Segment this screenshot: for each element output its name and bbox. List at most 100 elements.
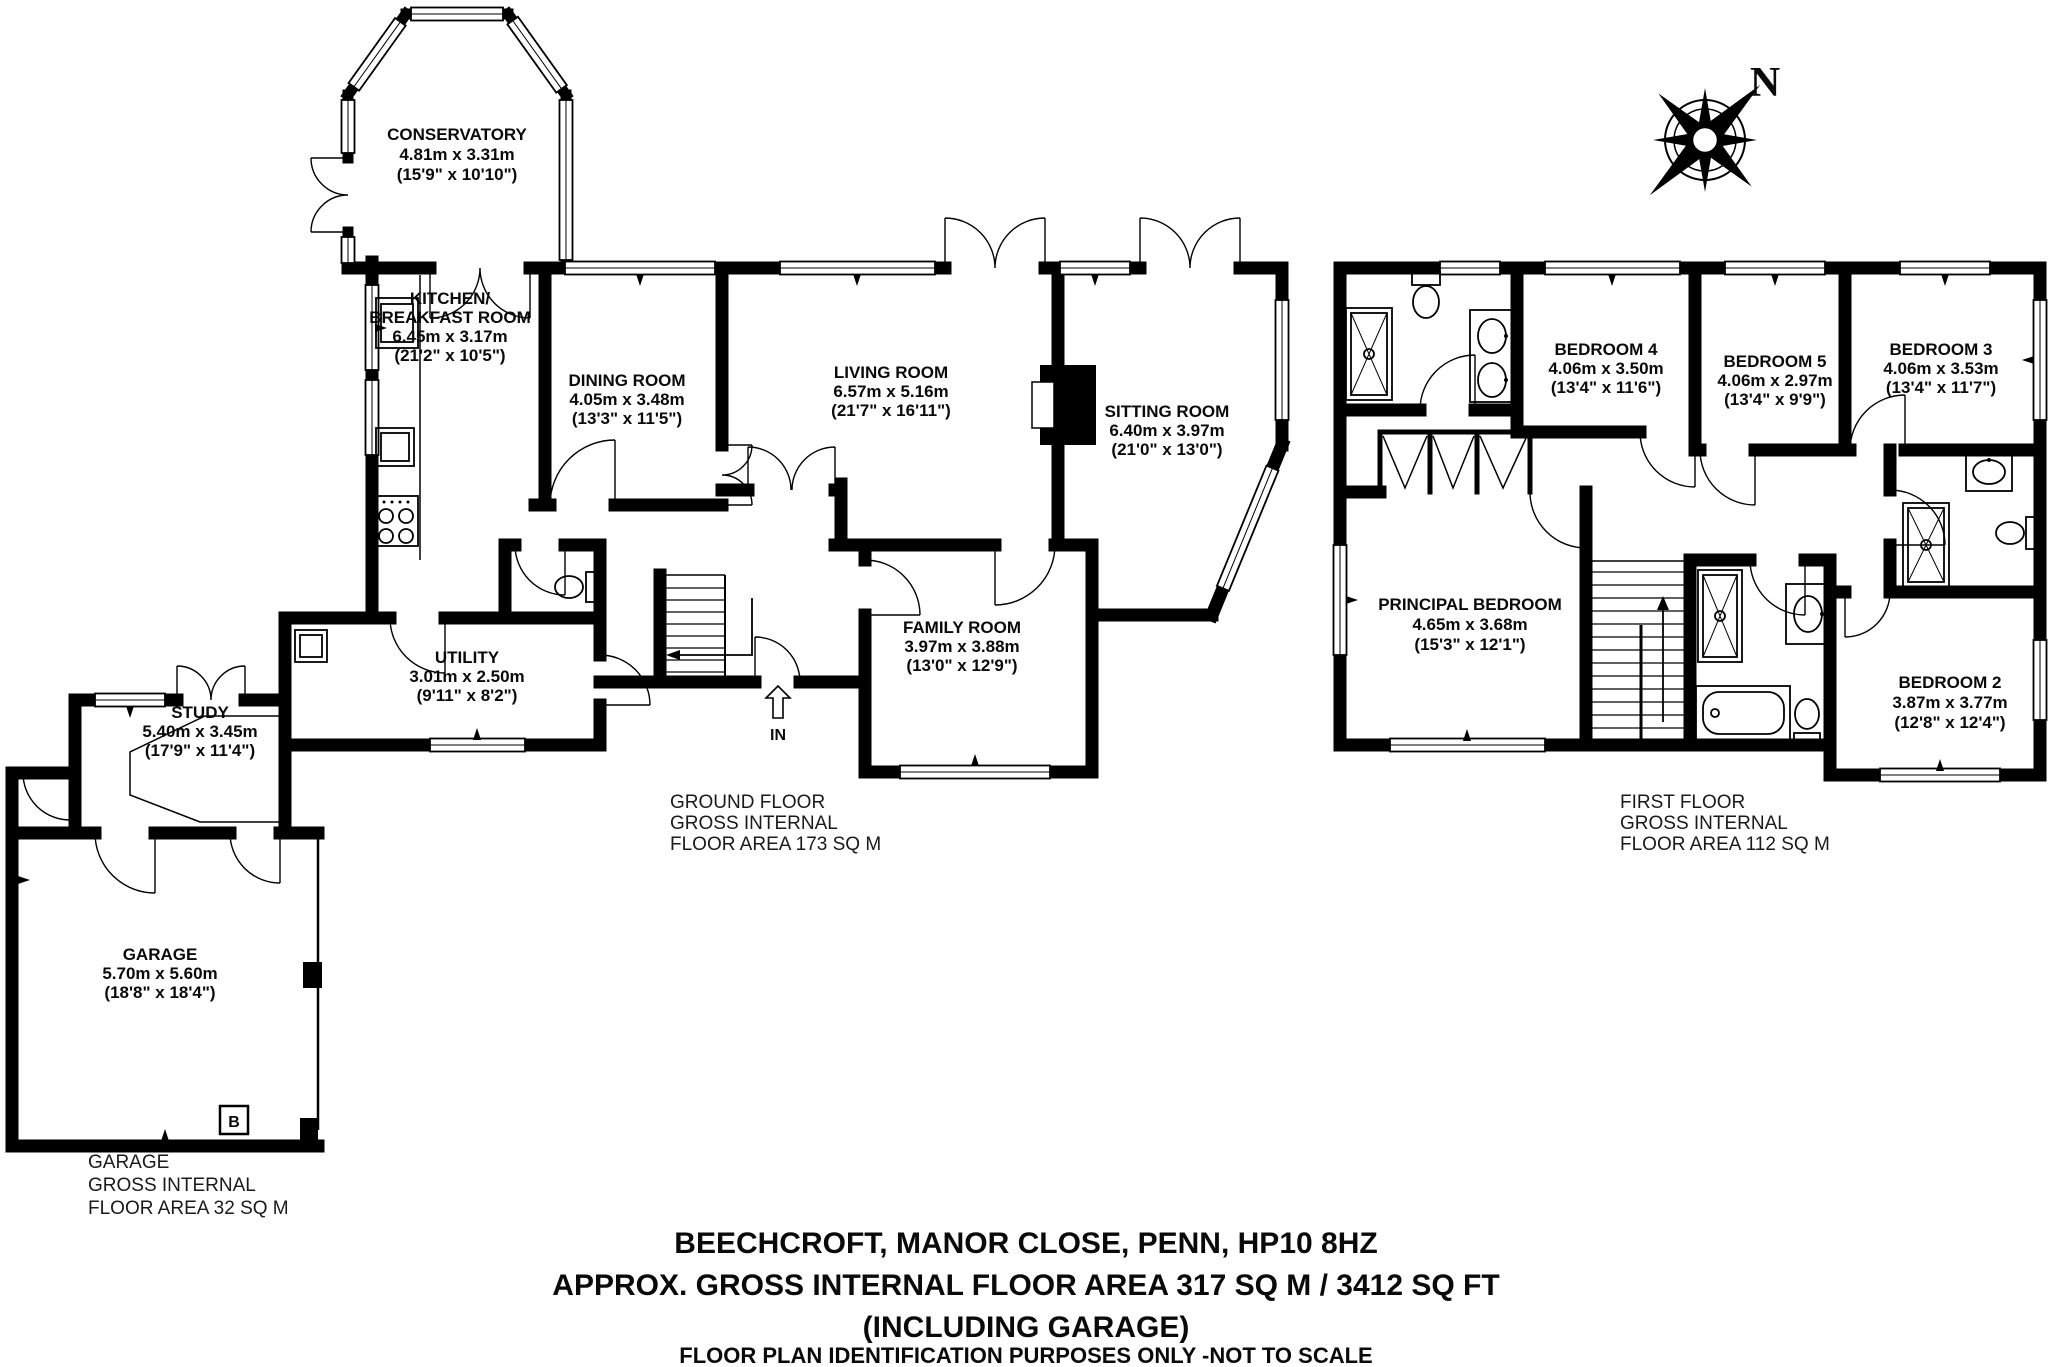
room-label-bedroom4: BEDROOM 44.06m x 3.50m(13'4" x 11'6") (1548, 340, 1663, 397)
stair-arrow (666, 650, 680, 660)
plan-disclaimer: FLOOR PLAN IDENTIFICATION PURPOSES ONLY … (679, 1343, 1372, 1367)
door (754, 636, 801, 683)
door (310, 157, 349, 233)
ground-floor-label: FLOOR AREA 173 SQ M (670, 834, 881, 855)
door (1699, 449, 1756, 506)
door (1849, 394, 1906, 451)
window (1215, 464, 1280, 592)
floor-area-labels: GROUND FLOOR GROSS INTERNAL FLOOR AREA 1… (88, 792, 1830, 1219)
door (514, 544, 566, 596)
ground-floor-label: GROUND FLOOR (670, 792, 825, 813)
kitchen-sink-icon (375, 297, 419, 349)
room-dim-metric: 4.65m x 3.68m (1412, 615, 1527, 634)
study-ceiling-line (129, 715, 280, 823)
window (1899, 260, 1991, 276)
window (340, 99, 356, 154)
room-name: BREAKFAST ROOM (369, 308, 531, 327)
first-floor-walls (1333, 261, 2047, 782)
door (1529, 491, 1587, 549)
door (994, 544, 1056, 606)
entrance-arrow-icon (764, 684, 792, 719)
room-dim-metric: 6.57m x 5.16m (833, 382, 948, 401)
sink-icon (1785, 583, 1831, 645)
wardrobe-doors (1382, 435, 1528, 491)
plan-title-garage-note: (INCLUDING GARAGE) (863, 1311, 1190, 1344)
fireplace-opening (1031, 381, 1055, 429)
room-dim-imperial: (12'8" x 12'4") (1894, 713, 2005, 732)
room-name: SITTING ROOM (1105, 402, 1230, 421)
room-name: DINING ROOM (568, 371, 685, 390)
windows (94, 6, 2048, 783)
room-label-bedroom2: BEDROOM 23.87m x 3.77m(12'8" x 12'4") (1892, 673, 2007, 732)
window (558, 99, 574, 261)
room-dim-imperial: (13'4" x 11'6") (1551, 378, 1661, 397)
door-arcs (22, 157, 1946, 894)
washing-machine-icon (294, 629, 328, 663)
room-dim-imperial: (15'3" x 12'1") (1414, 635, 1525, 654)
window (899, 764, 1051, 780)
window (347, 16, 407, 92)
boiler-label: B (228, 1114, 240, 1131)
wardrobes (1377, 429, 1533, 495)
sink-icon (1469, 309, 1518, 403)
room-dim-imperial: (21'0" x 13'0") (1111, 440, 1222, 459)
hob-icon (373, 495, 419, 547)
door (389, 617, 446, 674)
wall-corner (300, 1118, 318, 1146)
room-dim-imperial: (21'2" x 10'5") (394, 346, 505, 365)
north-label: N (1750, 60, 1780, 106)
window (1274, 299, 1290, 421)
window (1059, 260, 1131, 276)
door (747, 446, 836, 491)
door (1844, 591, 1891, 638)
bathroom-middle (1695, 569, 1831, 745)
stairs-ground (660, 574, 753, 682)
room-dim-metric: 3.01m x 2.50m (409, 667, 524, 686)
room-dim-imperial: (13'3" x 11'5") (572, 409, 682, 428)
window (2032, 639, 2048, 721)
room-name: KITCHEN/ (410, 289, 491, 308)
toilet-icon (1411, 271, 1441, 319)
entrance-label: IN (770, 727, 786, 744)
window (1544, 260, 1681, 276)
stairs-first (1592, 560, 1690, 745)
first-floor-label: FIRST FLOOR (1620, 792, 1745, 813)
kitchen-fittings (373, 275, 421, 560)
door (1139, 217, 1241, 269)
window (506, 15, 569, 94)
oven-icon (375, 427, 415, 467)
room-name: UTILITY (435, 648, 500, 667)
room-dim-imperial: (13'0" x 12'9") (906, 656, 1017, 675)
garage-area-label: GROSS INTERNAL (88, 1175, 256, 1196)
entrance: IN (764, 684, 792, 744)
shower-icon (1345, 307, 1393, 401)
garage-area-label: FLOOR AREA 32 SQ M (88, 1198, 289, 1219)
door (176, 665, 246, 701)
window (340, 236, 356, 264)
bath-icon (1695, 685, 1791, 741)
shower-icon (1697, 569, 1743, 663)
window (1724, 260, 1826, 276)
door (1419, 354, 1476, 411)
bathroom-top (1345, 271, 1518, 403)
room-dim-metric: 4.06m x 2.97m (1717, 371, 1832, 390)
room-label-bedroom3: BEDROOM 34.06m x 3.53m(13'4" x 11'7") (1883, 340, 1998, 397)
door (1749, 559, 1806, 616)
door (22, 772, 71, 821)
door (549, 439, 616, 506)
wc-toilet-icon (554, 571, 599, 603)
first-floor-label: FLOOR AREA 112 SQ M (1620, 834, 1830, 855)
room-dim-imperial: (15'9" x 10'10") (397, 165, 518, 184)
door (944, 217, 1046, 269)
room-dim-metric: 3.97m x 3.88m (904, 637, 1019, 656)
room-dim-metric: 5.70m x 5.60m (102, 964, 217, 983)
toilet-icon (1995, 516, 2039, 550)
toilet-icon (1793, 698, 1821, 745)
